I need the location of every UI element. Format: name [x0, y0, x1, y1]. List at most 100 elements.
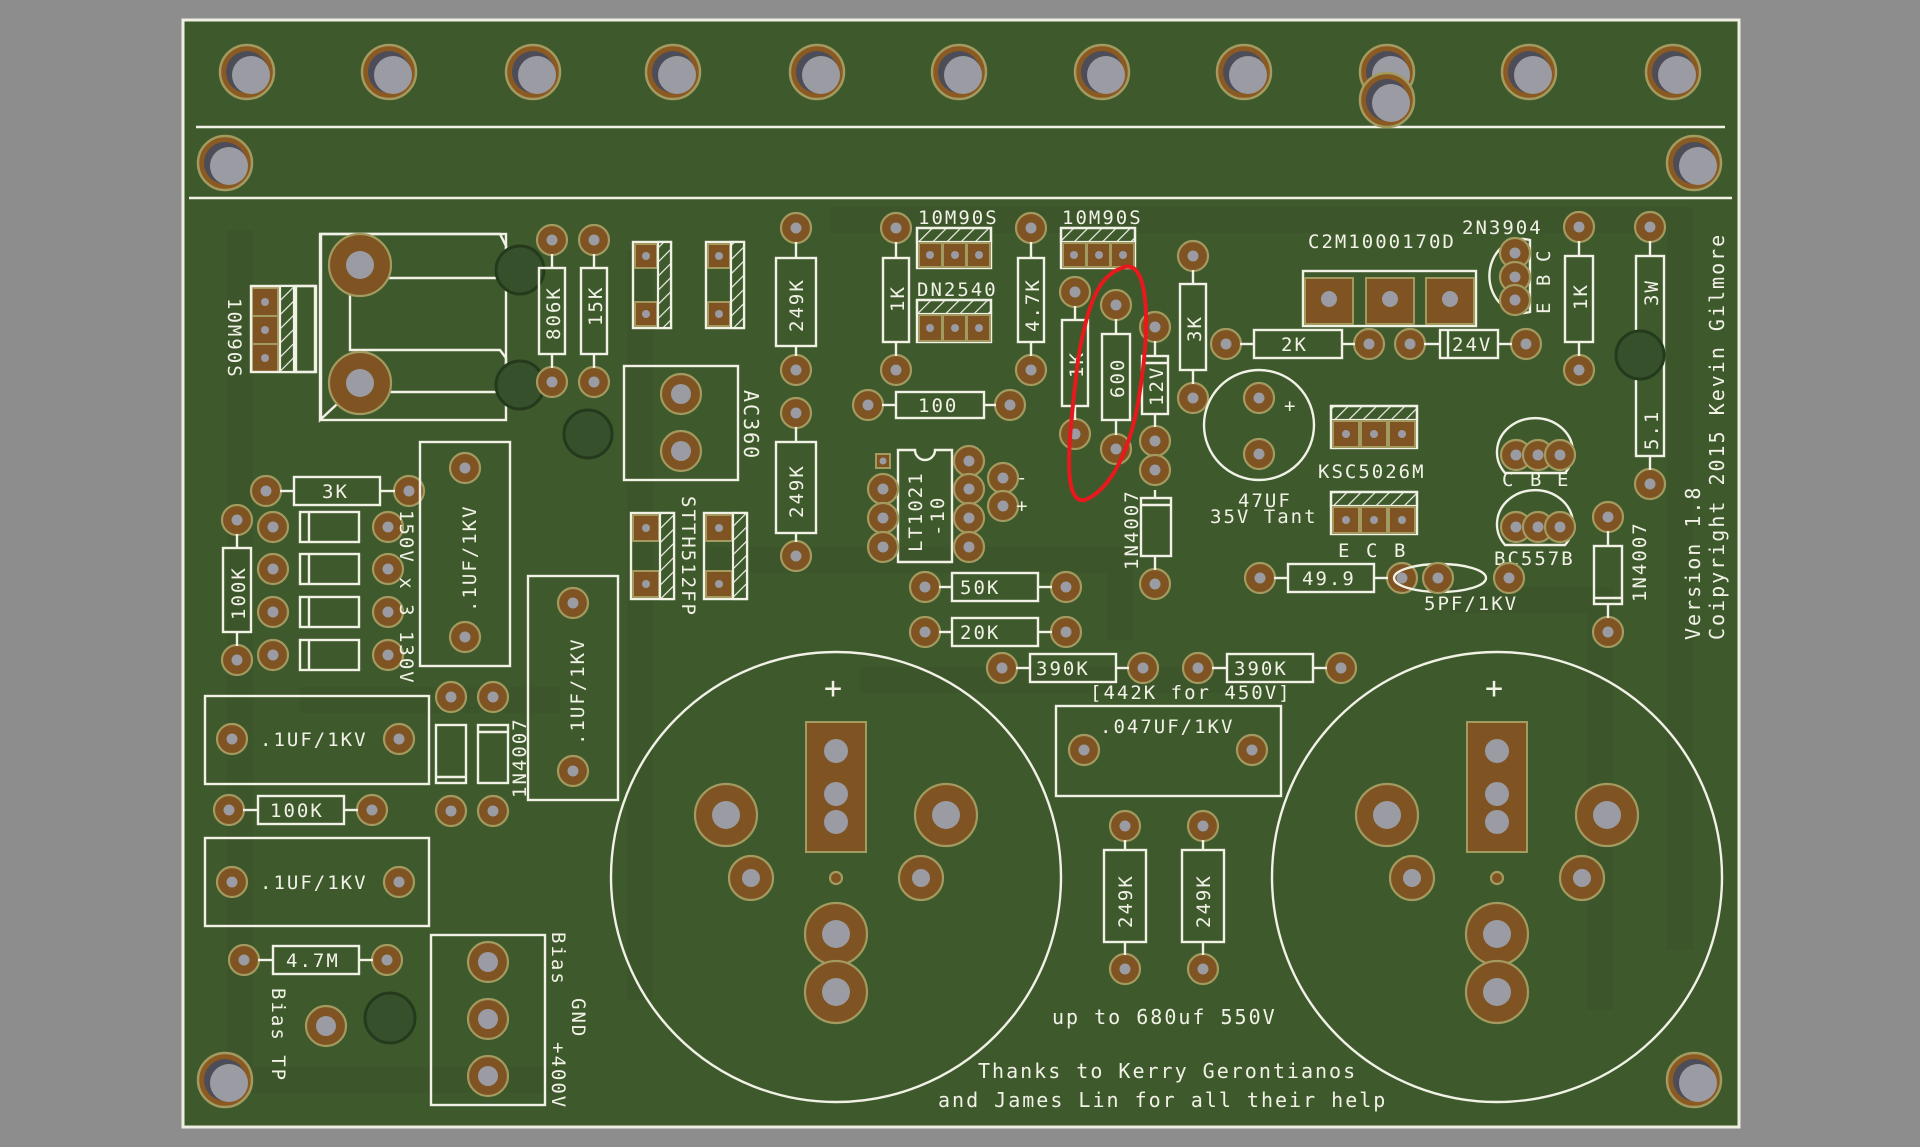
mount-hole — [930, 43, 988, 101]
svg-text:4.7K: 4.7K — [1022, 278, 1044, 332]
mount-hole — [360, 43, 418, 101]
zener-string: 150V x 3 130V — [256, 510, 417, 685]
svg-text:1N4007: 1N4007 — [1121, 489, 1143, 570]
svg-text:1K: 1K — [1570, 283, 1592, 310]
svg-text:100K: 100K — [228, 566, 250, 620]
resistor-390k-b: 390K — [1181, 651, 1358, 685]
svg-text:+: + — [1485, 671, 1505, 706]
mount-hole — [1215, 43, 1273, 101]
svg-text:E: E — [1533, 301, 1555, 314]
svg-text:47UF: 47UF — [1238, 490, 1292, 512]
svg-text:10M90S: 10M90S — [918, 207, 999, 229]
svg-text:+: + — [1284, 395, 1297, 417]
svg-text:3W: 3W — [1641, 279, 1663, 306]
svg-text:24V: 24V — [1452, 334, 1492, 356]
capacitor-1uf-vertical-b: .1UF/1KV — [526, 574, 620, 802]
capacitor-1uf-vertical-a: .1UF/1KV — [418, 440, 512, 668]
svg-text:STTH512FP: STTH512FP — [677, 496, 699, 617]
resistor-249k-b: 249K — [774, 396, 818, 573]
resistor-20k: 20K — [908, 615, 1083, 649]
mount-hole — [196, 1051, 254, 1109]
svg-text:.1UF/1KV: .1UF/1KV — [459, 504, 481, 612]
svg-text:LT1021: LT1021 — [905, 471, 927, 552]
svg-text:E: E — [1557, 469, 1570, 491]
svg-text:1N4007: 1N4007 — [1629, 521, 1651, 602]
svg-text:+: + — [1016, 495, 1029, 517]
version-text: Version 1.8 — [1681, 486, 1705, 640]
svg-text:49.9: 49.9 — [1302, 568, 1356, 590]
resistor-390k-a: 390K — [985, 651, 1160, 685]
capacitor-047uf: .047UF/1KV — [1054, 704, 1283, 798]
capacitor-5pf: 5PF/1KV — [1392, 561, 1526, 615]
svg-text:2K: 2K — [1281, 334, 1308, 356]
label-10m90s-left: 10M90S — [223, 298, 245, 379]
diode-1n4007-left: 1N4007 — [434, 680, 531, 828]
resistor-4-7m: 4.7M — [227, 943, 404, 977]
svg-text:249K: 249K — [786, 278, 808, 332]
svg-text:12V: 12V — [1146, 366, 1168, 406]
bias-testpoint: Bias TP — [267, 988, 417, 1082]
resistor-249k-c: 249K — [1102, 809, 1148, 986]
svg-text:249K: 249K — [1115, 874, 1137, 928]
resistor-4-7k: 4.7K — [1014, 211, 1048, 387]
resistor-100k-vertical: 100K — [220, 503, 254, 677]
resistor-2k: 2K — [1209, 327, 1386, 361]
svg-text:249K: 249K — [786, 464, 808, 518]
svg-text:-: - — [1016, 467, 1029, 489]
svg-text:.047UF/1KV: .047UF/1KV — [1100, 716, 1234, 738]
diode-1n4007-right: 1N4007 — [1591, 500, 1651, 649]
transistor-cbe: C B E — [1495, 416, 1577, 491]
svg-text:35V Tant: 35V Tant — [1210, 506, 1318, 528]
resistor-600: 600 — [1099, 288, 1133, 466]
svg-text:B: B — [1530, 469, 1543, 491]
svg-text:C2M1000170D: C2M1000170D — [1308, 231, 1456, 253]
svg-text:.1UF/1KV: .1UF/1KV — [260, 872, 368, 894]
resistor-249k-a: 249K — [774, 211, 818, 387]
diode-pair-top — [631, 240, 746, 330]
svg-text:5PF/1KV: 5PF/1KV — [1424, 593, 1518, 615]
resistor-49-9: 49.9 — [1243, 561, 1419, 595]
ic-lt1021: LT1021 -10 — [866, 444, 986, 564]
svg-text:+: + — [824, 671, 844, 706]
svg-text:Bias TP: Bias TP — [267, 988, 289, 1082]
svg-text:100K: 100K — [270, 800, 324, 822]
svg-text:C: C — [1366, 540, 1379, 562]
mount-hole — [1665, 1051, 1723, 1109]
svg-text:3K: 3K — [1184, 315, 1206, 342]
resistor-249k-d: 249K — [1180, 809, 1226, 986]
transistor-10m90s-top-2: 10M90S — [1059, 207, 1141, 270]
diode-1n4007-mid: 1N4007 — [1121, 489, 1173, 601]
svg-text:150V x 3 130V: 150V x 3 130V — [395, 510, 417, 685]
resistor-15k: 15K — [577, 223, 611, 399]
mount-hole — [1358, 71, 1416, 129]
bigcap-right: + — [1270, 650, 1724, 1104]
svg-text:4.7M: 4.7M — [286, 950, 340, 972]
mount-hole — [196, 134, 254, 192]
capacitor-47uf-tant: + 47UF 35V Tant — [1202, 368, 1318, 528]
resistor-1k-c: 1K — [1562, 210, 1596, 387]
svg-text:5.1: 5.1 — [1641, 410, 1663, 450]
heatsink-clip — [318, 232, 614, 460]
bigcap-note: up to 680uf 550V — [1052, 1005, 1277, 1029]
zener-24v: 24V — [1393, 327, 1543, 361]
mount-hole — [1665, 134, 1723, 192]
transistor-10m90s-top-1: 10M90S — [915, 207, 999, 270]
svg-text:1K: 1K — [887, 285, 909, 312]
thanks-line-1: Thanks to Kerry Gerontianos — [978, 1059, 1357, 1083]
svg-text:50K: 50K — [960, 577, 1000, 599]
bigcap-left: + — [609, 650, 1063, 1104]
svg-text:B: B — [1533, 273, 1555, 286]
resistor-100k-horizontal: 100K — [212, 793, 389, 827]
svg-text:1N4007: 1N4007 — [509, 717, 531, 798]
mount-hole — [1500, 43, 1558, 101]
thanks-line-2: and James Lin for all their help — [938, 1088, 1387, 1112]
svg-text:.1UF/1KV: .1UF/1KV — [567, 637, 589, 745]
svg-text:806K: 806K — [543, 286, 565, 340]
svg-text:AC360: AC360 — [739, 390, 763, 460]
resistor-3k-left: 3K — [249, 474, 426, 508]
svg-text:-10: -10 — [927, 496, 949, 536]
capacitor-1uf-horizontal-d: .1UF/1KV — [203, 836, 431, 928]
capacitor-1uf-horizontal-c: .1UF/1KV — [203, 694, 431, 786]
svg-text:KSC5026M: KSC5026M — [1318, 461, 1426, 483]
